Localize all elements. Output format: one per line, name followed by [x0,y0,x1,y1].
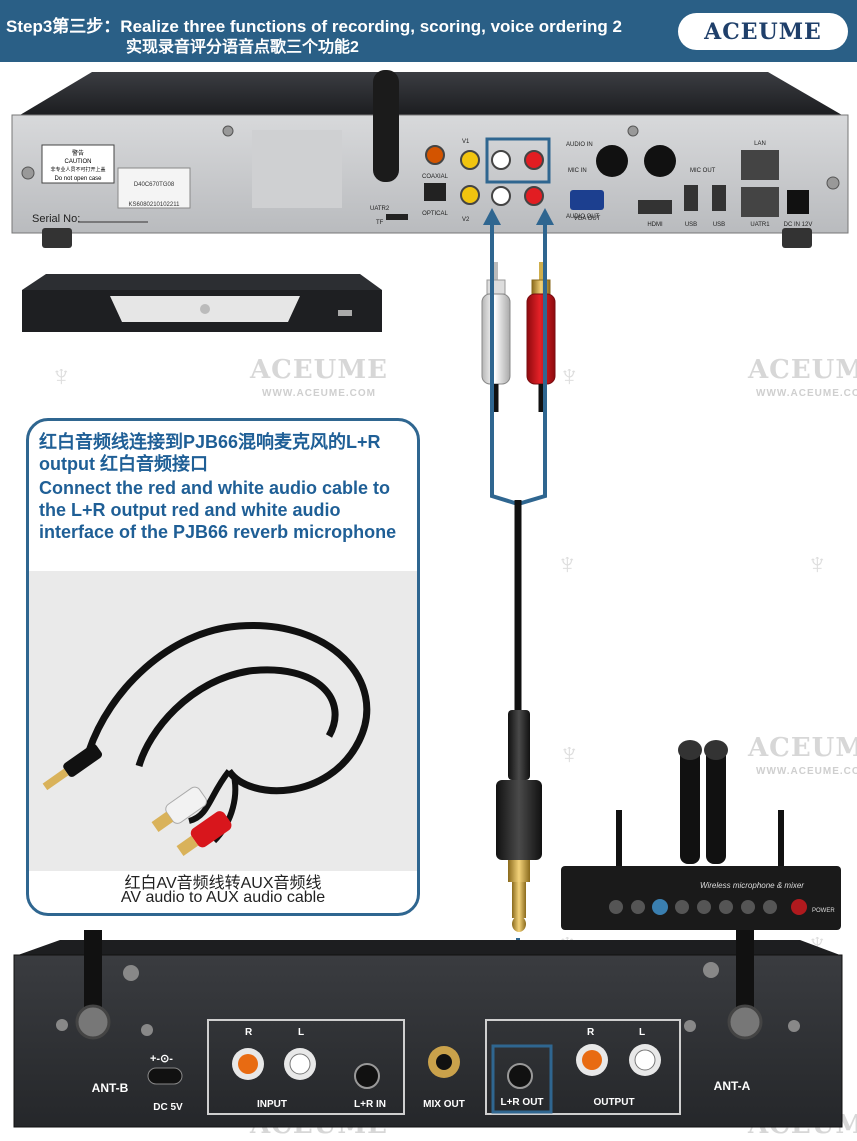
cable-photo [29,571,417,871]
svg-text:MIX OUT: MIX OUT [423,1099,465,1110]
instruction-title-en: Connect the red and white audio cable to… [39,478,397,542]
svg-text:KS6080210102211: KS6080210102211 [129,202,181,208]
rca-plugs [481,262,556,412]
watermark-figure-icon: ♆ [556,548,579,581]
svg-text:UATR2: UATR2 [370,206,390,212]
svg-text:LAN: LAN [754,141,766,147]
rca-to-aux-cable-image [42,621,371,856]
svg-text:ANT-B: ANT-B [92,1081,129,1095]
svg-text:ANT-A: ANT-A [714,1079,751,1093]
photo-caption-cn: 红白AV音频线转AUX音频线 [124,875,322,892]
watermark-brand: ACEUME [250,355,388,385]
watermark-url: WWW.ACEUME.COM [262,388,376,399]
step-title: Step3第三步：Realize three functions of reco… [6,17,622,36]
karaoke-player-rear: 警告 CAUTION 非专业人员不可打开上盖 Do not open case … [11,70,849,248]
watermark-url: WWW.ACEUME.COM [756,388,857,399]
svg-text:MIC OUT: MIC OUT [690,168,716,174]
vent-grille [252,130,342,208]
svg-text:DC 5V: DC 5V [153,1102,183,1113]
svg-text:R: R [587,1027,595,1038]
watermark-brand: ACEUME [748,355,857,385]
svg-text:R: R [245,1027,253,1038]
svg-text:INPUT: INPUT [257,1099,287,1110]
svg-text:V1: V1 [462,139,470,145]
wireless-mic-set: Wireless microphone & mixer POWER [561,740,841,930]
step-subtitle-cn: 实现录音评分语音点歌三个功能2 [126,39,359,56]
watermark-figure-icon: ♆ [558,360,581,393]
svg-text:DC IN 12V: DC IN 12V [784,222,813,228]
watermark-brand: ACEUME [748,733,857,763]
svg-text:COAXIAL: COAXIAL [422,174,449,180]
svg-text:USB: USB [685,222,697,228]
svg-text:TF: TF [376,220,384,226]
serial-label: Serial No: [32,213,80,225]
svg-text:+-⊙-: +-⊙- [150,1053,173,1065]
svg-text:USB: USB [713,222,725,228]
karaoke-player-front [22,274,382,332]
svg-text:Do not open case: Do not open case [54,176,102,182]
watermark-figure-icon: ♆ [50,360,73,393]
svg-text:OPTICAL: OPTICAL [422,211,448,217]
svg-text:L: L [298,1027,304,1038]
mixer-rear-panel: ANT-B ANT-A DC 5V +-⊙- R L INPUT L+R IN … [13,930,843,1128]
svg-text:L: L [639,1027,645,1038]
svg-text:AUDIO OUT: AUDIO OUT [566,214,600,220]
watermark-figure-icon: ♆ [558,738,581,771]
svg-text:警告: 警告 [72,149,84,157]
svg-text:POWER: POWER [812,908,835,914]
svg-text:V2: V2 [462,217,470,223]
header-banner: Step3第三步：Realize three functions of reco… [0,0,857,62]
svg-text:CAUTION: CAUTION [65,159,92,165]
rear-ports: COAXIAL OPTICAL V1 V2 AUDIO IN AUDIO OUT… [370,137,813,228]
caution-sticker [41,144,115,184]
antenna-icon [373,70,399,182]
svg-text:UATR1: UATR1 [750,222,770,228]
instruction-card: 红白音频线连接到PJB66混响麦克风的L+R output 红白音频接口 Con… [26,418,420,916]
svg-text:MIC IN: MIC IN [568,168,587,174]
watermark-figure-icon: ♆ [806,548,829,581]
instruction-title-cn: 红白音频线连接到PJB66混响麦克风的L+R output 红白音频接口 [39,432,381,474]
svg-text:L+R OUT: L+R OUT [500,1097,543,1108]
svg-text:AUDIO IN: AUDIO IN [566,142,593,148]
watermark-url: WWW.ACEUME.COM [756,766,857,777]
svg-text:OUTPUT: OUTPUT [593,1097,634,1108]
svg-text:非专业人员不可打开上盖: 非专业人员不可打开上盖 [50,166,105,173]
aux-plug [496,710,542,932]
svg-text:D40C670TG08: D40C670TG08 [134,182,175,188]
svg-text:Wireless microphone & mixer: Wireless microphone & mixer [700,881,804,890]
svg-text:HDMI: HDMI [647,222,663,228]
photo-caption-en: AV audio to AUX audio cable [120,889,326,906]
brand-logo: ACEUME [678,13,848,50]
svg-text:VGA OUT: VGA OUT [574,216,601,222]
svg-text:L+R IN: L+R IN [354,1099,386,1110]
